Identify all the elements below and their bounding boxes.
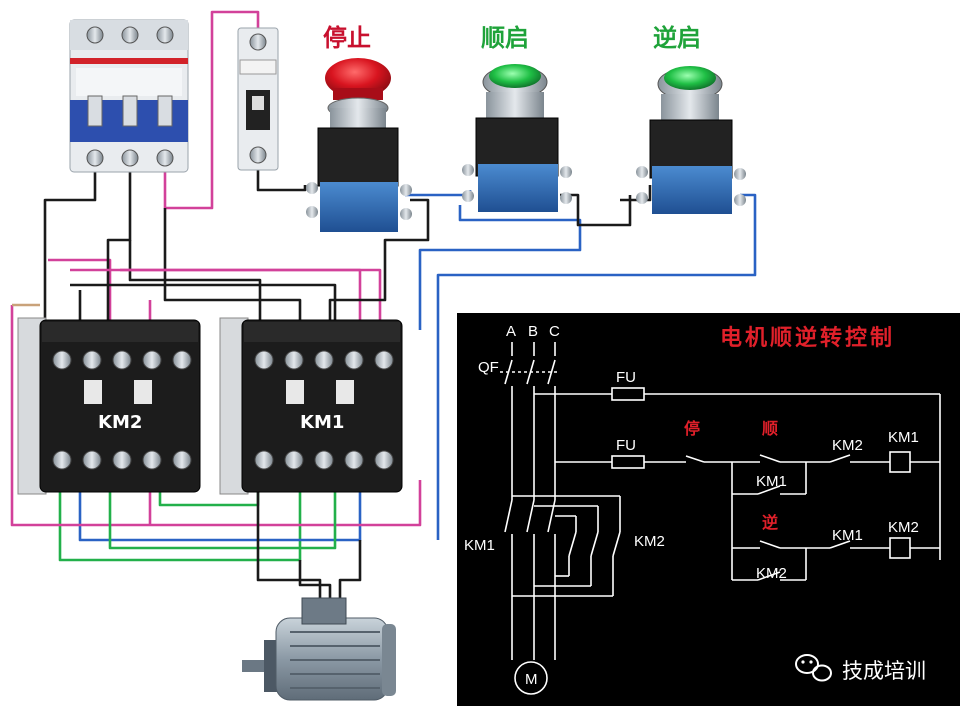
interlock-fwd-label: KM2: [832, 437, 863, 454]
wire-blue: [418, 205, 582, 330]
contactor-km2: KM2: [17, 317, 201, 495]
coil-km1-label: KM1: [888, 429, 919, 446]
schematic-lines: [500, 342, 941, 695]
stop-contact-label: 停: [684, 419, 700, 438]
phase-a-label: A: [506, 323, 516, 340]
forward-button-label: 顺启: [481, 24, 529, 52]
brand-watermark: 技成培训: [842, 659, 926, 683]
wire-black: [328, 198, 430, 330]
km2-label: KM2: [98, 412, 142, 433]
breaker-label: QF: [478, 359, 499, 376]
circuit-breaker-3p: [69, 19, 189, 173]
stop-button-label: 停止: [323, 24, 371, 52]
wire-blue: [436, 193, 757, 540]
main-km1-label: KM1: [464, 537, 495, 554]
wire-pink: [163, 10, 260, 210]
wire-pink: [48, 258, 112, 330]
forward-start-button[interactable]: 顺启: [462, 24, 572, 212]
schematic-panel: 电机顺逆转控制 A B C QF: [457, 313, 960, 706]
wire-blue: [405, 190, 472, 197]
reverse-button-label: 逆启: [653, 24, 701, 52]
wire-black: [620, 185, 652, 202]
wire-black: [43, 160, 97, 330]
stop-button[interactable]: 停止: [306, 24, 412, 232]
wire-black: [128, 240, 262, 330]
coil-km2-label: KM2: [888, 519, 919, 536]
hold-km2-label: KM2: [756, 565, 787, 582]
wire-black: [70, 283, 337, 330]
wire-green: [108, 485, 337, 550]
wire-black: [560, 193, 632, 227]
wire-black: [256, 480, 322, 600]
reverse-start-button[interactable]: 逆启: [636, 24, 746, 214]
phase-c-label: C: [549, 323, 560, 340]
wire-black: [163, 208, 302, 330]
contactor-km1: KM1: [219, 317, 403, 495]
wire-pink: [10, 305, 422, 527]
wire-black: [338, 540, 362, 600]
fuse-ctrl-label: FU: [616, 437, 636, 454]
wechat-icon: [795, 654, 832, 682]
control-breaker-1p: [237, 27, 279, 171]
schematic-title: 电机顺逆转控制: [720, 325, 895, 351]
motor-label: M: [525, 671, 538, 688]
wire-black: [298, 560, 332, 600]
motor: [242, 597, 396, 701]
forward-contact-label: 顺: [762, 419, 778, 438]
wire-black: [256, 160, 307, 192]
km1-label: KM1: [300, 412, 344, 433]
wire-blue: [78, 480, 362, 542]
main-km2-label: KM2: [634, 533, 665, 550]
phase-b-label: B: [528, 323, 538, 340]
hold-km1-label: KM1: [756, 473, 787, 490]
reverse-contact-label: 逆: [762, 513, 778, 532]
interlock-rev-label: KM1: [832, 527, 863, 544]
wire-pink: [120, 268, 382, 330]
fuse-main-label: FU: [616, 369, 636, 386]
